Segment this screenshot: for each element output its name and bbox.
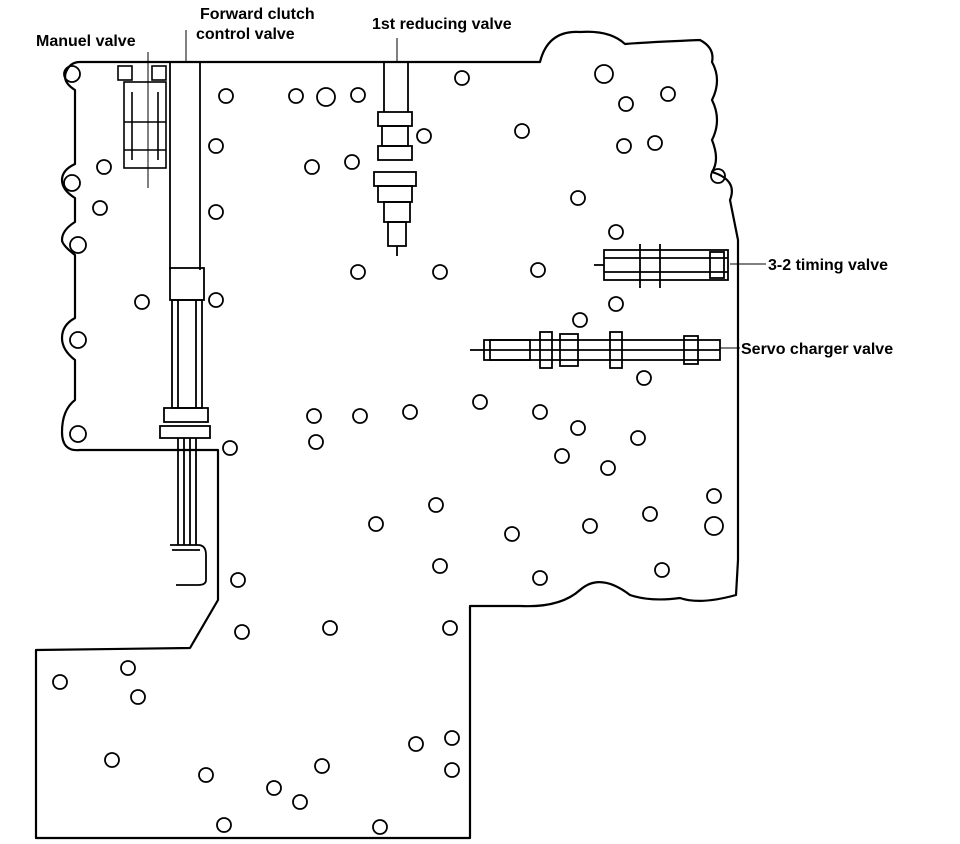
valve-body-hole (402, 404, 418, 420)
valve-body-hole (504, 526, 520, 542)
label-forward-clutch-line2: control valve (196, 26, 295, 43)
valve-body-hole (570, 190, 586, 206)
valve-body-hole (710, 168, 726, 184)
valve-body-hole (120, 660, 136, 676)
valve-body-hole (368, 516, 384, 532)
valve-body-hole (292, 794, 308, 810)
servo-charger-valve (470, 331, 721, 369)
valve-body-hole (554, 448, 570, 464)
valve-body-hole (608, 296, 624, 312)
valve-body-hole (442, 620, 458, 636)
valve-body-hole (266, 780, 282, 796)
valve-body-hole (350, 264, 366, 280)
valve-body-hole (216, 817, 232, 833)
valve-body-hole (314, 758, 330, 774)
label-timing-valve: 3-2 timing valve (768, 257, 889, 274)
valve-body-hole (454, 70, 470, 86)
valve-body-hole (654, 562, 670, 578)
valve-body-hole (630, 430, 646, 446)
valve-body-hole (472, 394, 488, 410)
valve-body-hole (69, 425, 87, 443)
valve-body-hole (582, 518, 598, 534)
valve-body-hole (350, 87, 366, 103)
valve-body-hole (222, 440, 238, 456)
valve-body-hole (532, 404, 548, 420)
label-manual-valve: Manuel valve (36, 33, 136, 50)
valve-body-hole (570, 420, 586, 436)
timing-valve-3-2 (594, 244, 729, 288)
valve-body-hole (530, 262, 546, 278)
first-reducing-valve (373, 62, 417, 256)
valve-body-hole (618, 96, 634, 112)
valve-body-hole (642, 506, 658, 522)
valve-body-hole (130, 689, 146, 705)
valve-body-hole (514, 123, 530, 139)
valve-body-hole (96, 159, 112, 175)
valve-body-hole (52, 674, 68, 690)
valve-body-hole (444, 762, 460, 778)
valve-body-holes (52, 64, 726, 835)
valve-body-hole (372, 819, 388, 835)
valve-body-hole (208, 138, 224, 154)
valve-body-hole (304, 159, 320, 175)
valve-body-hole (308, 434, 324, 450)
valve-body-hole (198, 767, 214, 783)
valve-body-hole (532, 570, 548, 586)
valve-body-hole (306, 408, 322, 424)
valve-body-hole (416, 128, 432, 144)
valve-body-hole (660, 86, 676, 102)
valve-body-hole (208, 292, 224, 308)
valve-body-hole (432, 264, 448, 280)
valve-body-hole (608, 224, 624, 240)
label-servo-charger-valve: Servo charger valve (741, 341, 894, 358)
valve-body-hole (352, 408, 368, 424)
label-forward-clutch-line1: Forward clutch (200, 6, 315, 23)
valve-body-hole (322, 620, 338, 636)
valve-body-hole (428, 497, 444, 513)
valve-body-hole (316, 87, 336, 107)
valve-body-hole (134, 294, 150, 310)
valve-body-hole (234, 624, 250, 640)
valve-body-hole (636, 370, 652, 386)
valve-body-hole (230, 572, 246, 588)
valve-body-hole (69, 331, 87, 349)
valve-body-hole (706, 488, 722, 504)
valve-body-hole (444, 730, 460, 746)
valve-body-hole (63, 65, 81, 83)
valve-body-hole (69, 236, 87, 254)
valve-body-outline (34, 30, 740, 840)
forward-clutch-control-valve (159, 62, 211, 586)
valve-body-hole (218, 88, 234, 104)
valve-body-hole (432, 558, 448, 574)
valve-body-hole (63, 174, 81, 192)
valve-body-hole (704, 516, 724, 536)
valve-body-hole (647, 135, 663, 151)
label-first-reducing-valve: 1st reducing valve (372, 16, 512, 33)
valve-body-hole (572, 312, 588, 328)
valve-body-hole (208, 204, 224, 220)
valve-body-hole (288, 88, 304, 104)
valve-body-hole (594, 64, 614, 84)
valve-body-hole (344, 154, 360, 170)
valve-body-hole (104, 752, 120, 768)
valve-body-hole (92, 200, 108, 216)
valve-body-hole (408, 736, 424, 752)
manual-valve (117, 65, 167, 169)
valve-body-hole (616, 138, 632, 154)
valve-body-hole (600, 460, 616, 476)
